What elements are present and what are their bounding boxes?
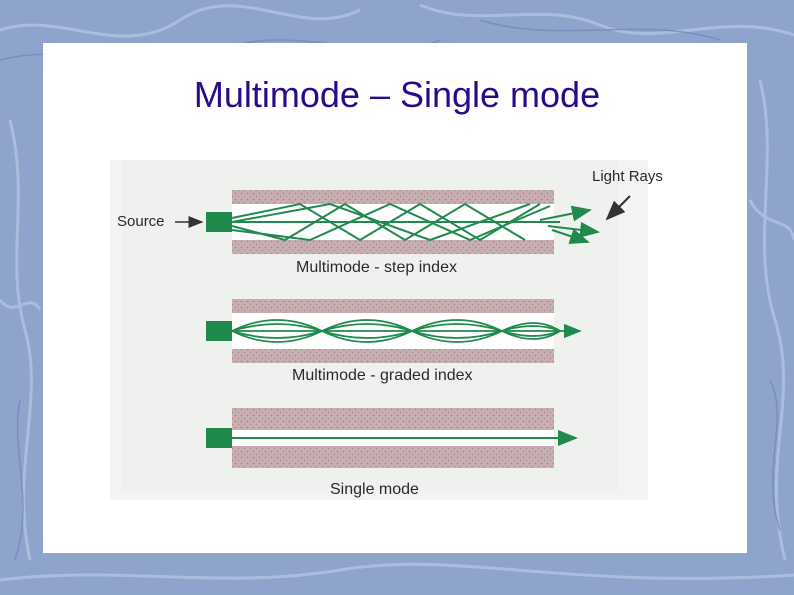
- fiber-step-index: Source Light Rays Multimode - step index: [117, 168, 663, 276]
- zigzag-rays: [231, 202, 560, 242]
- source-square-icon: [206, 321, 232, 341]
- cladding-top: [232, 408, 554, 430]
- cladding-bottom: [232, 349, 554, 363]
- arrow-icon: [605, 195, 631, 221]
- fiber-graded-index: Multimode - graded index: [206, 299, 582, 384]
- fiber-single-mode: Single mode: [206, 408, 578, 498]
- fiber-label-graded-index: Multimode - graded index: [292, 367, 473, 384]
- fiber-label-single-mode: Single mode: [330, 481, 419, 498]
- source-square-icon: [206, 212, 232, 232]
- sinusoidal-rays: [231, 319, 582, 343]
- source-label: Source: [117, 213, 165, 230]
- cladding-bottom: [232, 446, 554, 468]
- light-rays-label: Light Rays: [592, 168, 663, 185]
- source-square-icon: [206, 428, 232, 448]
- cladding-top: [232, 190, 554, 204]
- cladding-top: [232, 299, 554, 313]
- slide-title: Multimode – Single mode: [193, 74, 601, 115]
- cladding-bottom: [232, 240, 554, 254]
- exit-rays: [539, 205, 600, 244]
- fiber-label-step-index: Multimode - step index: [296, 259, 457, 276]
